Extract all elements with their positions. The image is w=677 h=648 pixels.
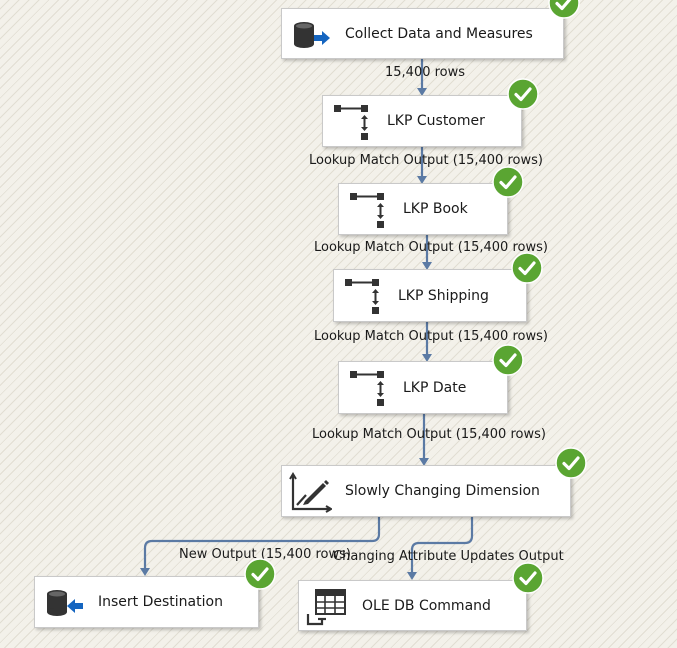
node-lkp-customer[interactable]: LKP Customer bbox=[322, 95, 522, 147]
path-label: 15,400 rows bbox=[385, 65, 466, 80]
success-check-icon bbox=[492, 166, 524, 198]
arrowhead bbox=[417, 88, 427, 96]
node-lkp-shipping[interactable]: LKP Shipping bbox=[333, 269, 527, 322]
node-collect-data-and-measures[interactable]: Collect Data and Measures bbox=[281, 8, 564, 59]
path-label: Lookup Match Output (15,400 rows) bbox=[312, 427, 546, 442]
success-check-icon bbox=[492, 344, 524, 376]
node-label: LKP Date bbox=[403, 379, 467, 396]
node-label: Collect Data and Measures bbox=[345, 25, 533, 42]
success-check-icon bbox=[507, 78, 539, 110]
path-label: Lookup Match Output (15,400 rows) bbox=[314, 329, 548, 344]
node-label: Insert Destination bbox=[98, 594, 223, 610]
arrowhead bbox=[422, 354, 432, 362]
path-label: New Output (15,400 rows) bbox=[179, 547, 351, 562]
node-slowly-changing-dimension[interactable]: Slowly Changing Dimension bbox=[281, 465, 571, 517]
ole-db-command-icon bbox=[306, 589, 346, 626]
node-label: LKP Book bbox=[403, 201, 468, 217]
path-label: Lookup Match Output (15,400 rows) bbox=[314, 240, 548, 255]
arrowhead bbox=[422, 262, 432, 270]
path-scd-to-oledb bbox=[410, 516, 474, 572]
path-label: Lookup Match Output (15,400 rows) bbox=[309, 153, 543, 168]
arrowhead bbox=[417, 176, 427, 184]
slowly-changing-dimension-icon bbox=[289, 472, 332, 513]
node-insert-destination[interactable]: Insert Destination bbox=[34, 576, 259, 628]
node-label: LKP Shipping bbox=[398, 287, 489, 304]
path-scd-to-insert bbox=[143, 516, 381, 568]
lookup-icon bbox=[350, 193, 384, 228]
lookup-icon bbox=[334, 105, 368, 140]
success-check-icon bbox=[244, 558, 276, 590]
source-database-icon bbox=[294, 22, 330, 48]
arrowhead bbox=[419, 458, 429, 466]
node-lkp-book[interactable]: LKP Book bbox=[338, 183, 508, 235]
lookup-icon bbox=[345, 279, 379, 314]
node-label: LKP Customer bbox=[387, 113, 485, 129]
path-label: Changing Attribute Updates Output bbox=[333, 549, 564, 564]
destination-database-icon bbox=[47, 590, 83, 616]
node-lkp-date[interactable]: LKP Date bbox=[338, 361, 508, 414]
success-check-icon bbox=[555, 447, 587, 479]
lookup-icon bbox=[350, 371, 384, 406]
arrowhead bbox=[407, 572, 417, 580]
node-label: OLE DB Command bbox=[362, 597, 491, 614]
node-ole-db-command[interactable]: OLE DB Command bbox=[298, 580, 527, 631]
arrowhead bbox=[140, 568, 150, 576]
success-check-icon bbox=[511, 252, 543, 284]
success-check-icon bbox=[548, 0, 580, 19]
node-label: Slowly Changing Dimension bbox=[345, 483, 540, 499]
success-check-icon bbox=[512, 562, 544, 594]
